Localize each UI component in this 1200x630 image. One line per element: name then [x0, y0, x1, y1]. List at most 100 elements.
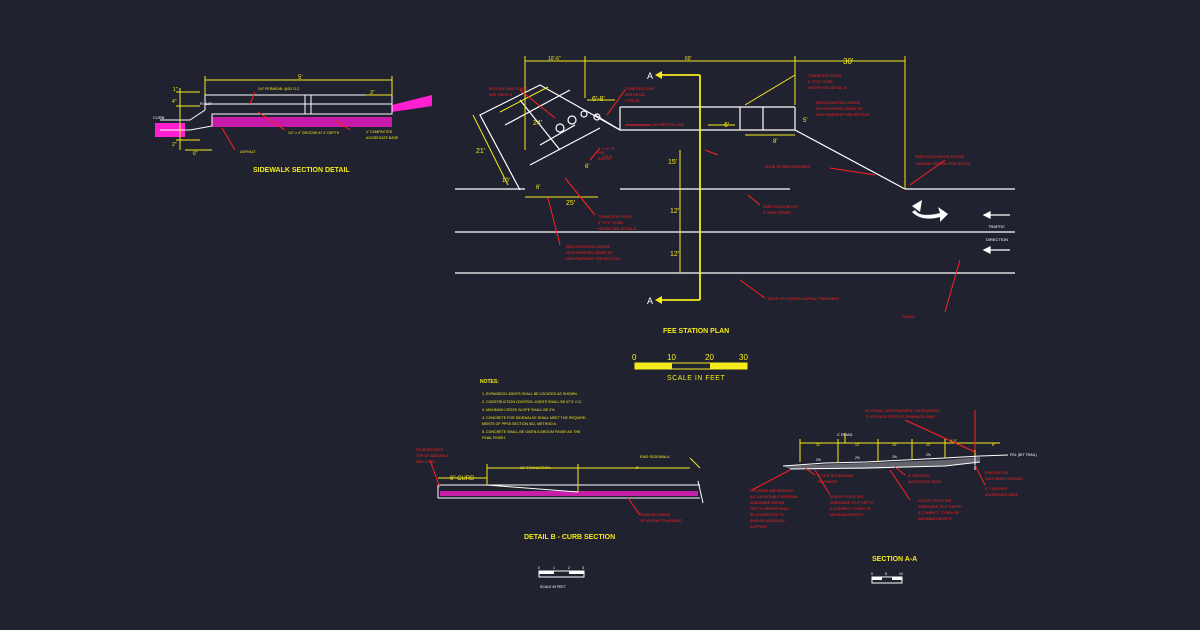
section-aa-scale-tick-0: 0: [871, 572, 873, 576]
detail-b-leader-bottom: [627, 497, 641, 516]
section-aa-scale-fill-1: [872, 577, 882, 580]
section-aa-note-right-1: 6" CRUSHED: [985, 487, 1007, 491]
fee-station-title: FEE STATION PLAN: [663, 328, 729, 335]
dim-15-text: 15': [668, 159, 677, 166]
section-aa-dim-2: 12': [855, 443, 860, 447]
section-aa-note-mid-1: 6" CRUSHED: [908, 474, 930, 478]
note-construction-1: CONSTRUCTION: [625, 87, 654, 91]
detail-b-hatch: [440, 491, 698, 496]
booth-inner-2: [529, 127, 601, 166]
detail-b-left-note-3: AND CURB: [416, 460, 435, 464]
section-aa-note-br-3: & COMPACT TO 95% OF: [918, 511, 960, 515]
leader-signing: [944, 259, 961, 313]
section-aa-dim-5: 4'-0": [950, 439, 958, 443]
dim-5-text: 5': [803, 118, 807, 124]
notes-line-3: 3. MAXIMUM CROSS SLOPE SHALL BE 2%.: [482, 408, 555, 412]
dim-top-left-text: 10'-6": [548, 56, 561, 62]
detail-b-left-note-1: FINISHED FACE: [416, 448, 444, 452]
note-fee: FEE: [598, 151, 606, 155]
section-aa-center-label: C ROAD: [837, 432, 853, 437]
detail-b-scale-tick-2: 2: [568, 566, 570, 570]
section-aa-leader-5: [889, 469, 911, 501]
section-aa-note-mid-2: AGGREGATE BASE: [908, 480, 942, 484]
leader-transition: [564, 177, 596, 216]
detail-b-curb-dim: 6" CURB: [450, 476, 474, 482]
scale-bar-fill-2: [710, 363, 747, 369]
base-hatch: [212, 117, 392, 127]
section-aa-note-bl-1: EXCAVATE AND REMOVE: [750, 489, 794, 493]
leader-base: [334, 119, 351, 131]
note-match-top-1: MATCH EXISTING GRADE: [816, 101, 861, 105]
section-aa-slope-1: 2%: [816, 458, 821, 462]
section-aa-dim-3: 10': [892, 443, 897, 447]
section-aa-bottom: [789, 461, 981, 470]
section-aa-note-left-2: PAVEMENT: [818, 480, 838, 484]
section-aa-note-bm-4: MAXIMUM DENSITY: [830, 513, 865, 517]
leader-match-grade: [547, 197, 561, 246]
detail-b-bottom-note-2: OF ASPHALT PAVEMENT: [640, 519, 683, 523]
traffic-label-1: TRAFFIC: [988, 224, 1005, 229]
detail-b-bottom-note-1: FINISHED GRADE: [640, 513, 671, 517]
note-bollard-2: SEE SHEET 8: [489, 93, 512, 97]
note-existing: EDGE OF EXISTING ASPHALT PAVEMENT: [768, 297, 840, 301]
dim-12a-text: 12': [670, 208, 679, 215]
detail-b-transition-line: [486, 484, 579, 493]
detail-b-curb-section: 6" CURB 10' TRANSITION 5' END SIDEWALK F…: [416, 448, 704, 589]
leader-bollard: [519, 89, 556, 119]
leader-arrow: [909, 159, 946, 186]
section-aa-note-bl-7: SUPPORT: [750, 525, 768, 529]
fee-station-plan: 10'-6" 60' 30' 6'-8' 24' 21' 10' 25' 6' …: [455, 56, 1015, 382]
dim-left-2-text: 4": [172, 99, 177, 105]
note-edge-new: EDGE OF NEW PAVEMENT: [765, 165, 812, 169]
leader-booth: [589, 147, 601, 161]
note-match-1: MATCH EXISTING GRADE: [566, 245, 611, 249]
section-arrow-top-head: [655, 71, 662, 79]
dim-24-line: [499, 86, 549, 113]
bollard-2: [567, 115, 577, 125]
detail-b-scale-fill-1: [539, 571, 554, 574]
note-transition-1: TRANSITION FROM: [598, 215, 631, 219]
leader-asphalt: [221, 127, 236, 151]
detail-b-transition-dim: 10' TRANSITION: [520, 465, 551, 470]
section-aa-leader-1: [751, 469, 791, 491]
notes-line-7: FINAL FINISH.: [482, 436, 506, 440]
section-aa-note-far-right-2: DISTURBED GROUND: [985, 477, 1023, 481]
scale-bar-main: 0 10 20 30 SCALE IN FEET: [632, 353, 748, 382]
detail-b-leader-left: [429, 459, 441, 489]
leader-stripe: [747, 194, 761, 206]
note-match-2: WITH FINISHED GRADE OF: [566, 251, 614, 255]
detail-b-right-dim: 5': [636, 465, 639, 470]
section-aa-note-br-4: MAXIMUM DENSITY: [918, 517, 953, 521]
section-aa-note-far-right-1: EXISTING OR: [985, 471, 1009, 475]
note-transition-3: HEIGHT SEE DETAIL B: [598, 227, 637, 231]
section-aa-scale-tick-5: 5: [885, 572, 887, 576]
bollard-3: [580, 110, 588, 118]
section-aa-scale-tick-10: 10: [899, 572, 903, 576]
section-a-a: SLOPE ALL WITH PAVEMENT AS REQUIRED TO P…: [750, 409, 1037, 584]
notes-block: NOTES: 1. EXPANSION JOINTS SHALL BE LOCA…: [480, 379, 587, 440]
section-aa-scale: 0 5 10: [871, 572, 903, 584]
dim-25-text: 25': [566, 200, 575, 207]
booth-inner-3: [539, 124, 576, 146]
leader-joints: [249, 91, 256, 105]
dim-top-right-text: 30': [843, 57, 854, 66]
scale-bar-fill-1: [635, 363, 672, 369]
note-match-top-2: WITH FINISHED GRADE OF: [816, 107, 864, 111]
section-aa-right-label: FIN. (BIT TRAIL): [1010, 453, 1037, 457]
section-aa-scale-fill-2: [892, 577, 902, 580]
note-arrow-1: PAINT SOLID WHITE ARROW: [915, 155, 965, 159]
dim-top-mid-text: 60': [685, 56, 692, 62]
notes-heading: NOTES:: [480, 379, 499, 385]
note-match-top-3: NEW PAVEMENT SEE SECTION: [816, 113, 870, 117]
dim-6b-text: 6': [585, 164, 589, 170]
ref-b-text: 7.5' R: [602, 154, 612, 159]
note-bollard-1: BOLLARD AND FENCE: [489, 87, 528, 91]
section-aa-top-note-1: SLOPE ALL WITH PAVEMENT AS REQUIRED: [865, 409, 940, 413]
section-aa-note-bm-3: & COMPACT TO 95% OF: [830, 507, 872, 511]
notes-line-6: 5. CONCRETE SHALL BE GIVEN A BROOM FINIS…: [482, 430, 581, 434]
note-booth: BOOTH: [598, 157, 611, 161]
note-construction-3: TYPICAL: [625, 99, 640, 103]
note-transition-top-1: TRANSITION FROM: [808, 74, 841, 78]
dim-12b-text: 12': [670, 251, 679, 258]
section-aa-slope-4: 2%: [926, 453, 931, 457]
